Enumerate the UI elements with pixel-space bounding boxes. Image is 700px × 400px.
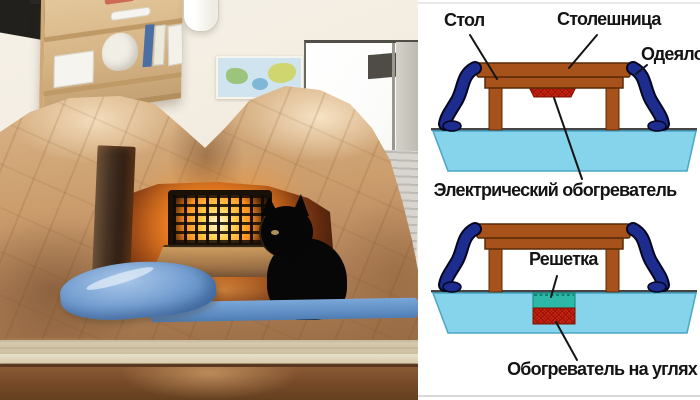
shelf-item bbox=[104, 0, 135, 5]
map-landmass bbox=[226, 68, 248, 84]
diagram-electric-kotatsu bbox=[431, 34, 697, 180]
label-tabletop: Столешница bbox=[557, 9, 661, 29]
diagram-charcoal-kotatsu bbox=[431, 222, 697, 361]
blanket-left-shape bbox=[438, 61, 482, 132]
label-electric-heater: Электрический обогреватель bbox=[433, 180, 678, 200]
heater-grille bbox=[173, 195, 267, 243]
shelf-item bbox=[152, 24, 166, 66]
rug-front-edge bbox=[0, 354, 418, 363]
pointer-line-tabletop bbox=[568, 34, 598, 69]
label-blanket: Одеяло bbox=[641, 44, 700, 64]
pointer-line-charcoal-heater bbox=[555, 321, 578, 361]
blanket-right-shape bbox=[626, 222, 670, 293]
table-frame bbox=[484, 76, 624, 89]
pointer-line-electric-heater bbox=[551, 91, 583, 180]
pendant-lamp bbox=[183, 0, 219, 32]
tabletop-shape bbox=[476, 223, 631, 239]
diagram-svg bbox=[431, 34, 697, 361]
floor bbox=[431, 130, 697, 172]
shelf-item bbox=[167, 23, 184, 67]
electric-heater bbox=[168, 190, 272, 248]
blue-blanket-fold bbox=[84, 263, 155, 294]
table-leg-right bbox=[605, 87, 620, 131]
floor-line bbox=[431, 290, 697, 293]
blanket-right-shape bbox=[626, 61, 670, 132]
table-leg-left bbox=[488, 248, 503, 293]
map-landmass bbox=[252, 78, 268, 90]
label-charcoal-heater: Обогреватель на углях bbox=[507, 359, 698, 379]
kotatsu-diagrams: Стол Столешница Одеяло Электрический обо… bbox=[418, 0, 700, 400]
blanket-left-shape bbox=[438, 222, 482, 293]
label-grate: Решетка bbox=[529, 249, 598, 269]
shelf-item bbox=[53, 50, 95, 89]
cat-eye bbox=[271, 230, 279, 235]
kotatsu-photo bbox=[0, 0, 418, 400]
map-landmass bbox=[268, 63, 296, 83]
pointer-line-table bbox=[469, 34, 498, 80]
cat-ear bbox=[261, 196, 279, 216]
label-table: Стол bbox=[444, 10, 485, 30]
panel-top-line bbox=[418, 2, 700, 4]
pointer-line-blanket bbox=[635, 64, 648, 75]
shelf-item bbox=[110, 6, 151, 22]
table-frame bbox=[484, 237, 624, 250]
wood-floor bbox=[0, 364, 418, 400]
window-mullion bbox=[392, 43, 395, 196]
charcoal-heater-shape bbox=[532, 307, 576, 325]
tabletop-shape bbox=[476, 62, 631, 78]
table-leg-left bbox=[488, 87, 503, 131]
cat-ear bbox=[291, 194, 309, 216]
panel-bottom-line bbox=[418, 395, 700, 397]
table-leg-right bbox=[605, 248, 620, 293]
shelf-item bbox=[101, 30, 139, 74]
pointer-line-grate bbox=[550, 275, 558, 298]
